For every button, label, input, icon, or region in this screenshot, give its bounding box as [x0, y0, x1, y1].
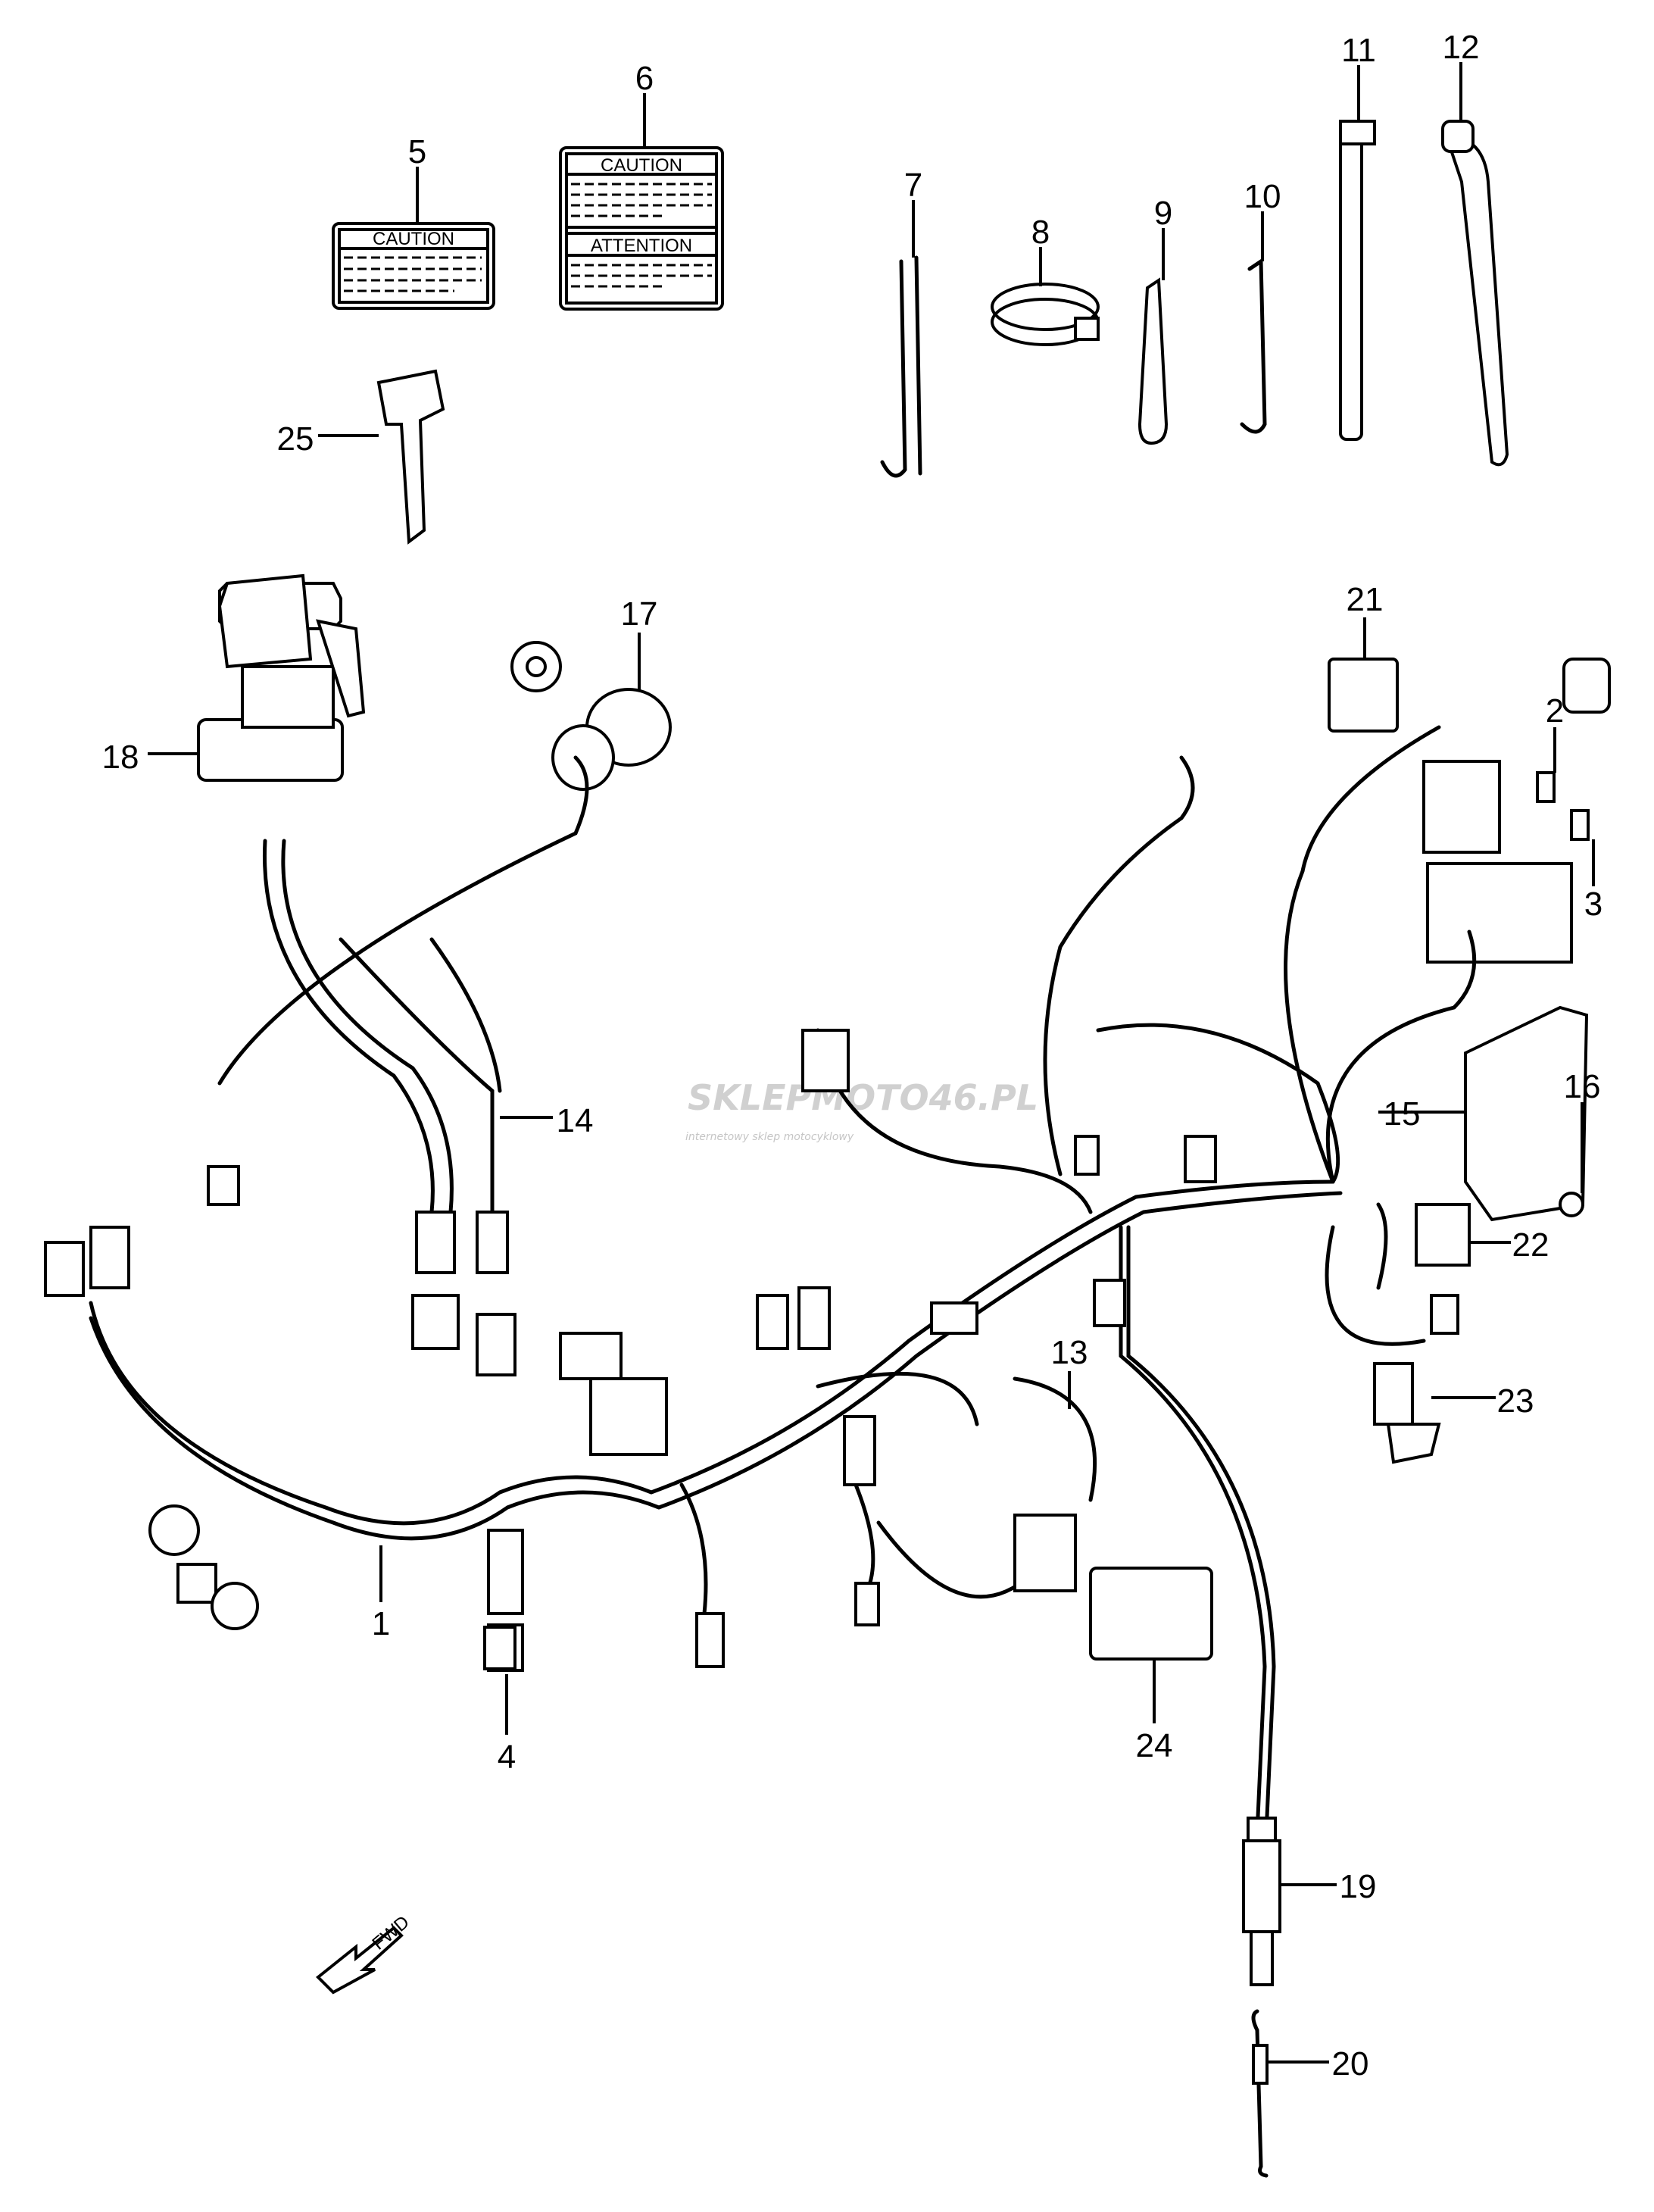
callout-21: 21 — [1347, 581, 1384, 618]
callout-6: 6 — [635, 60, 654, 97]
callout-leaders — [148, 62, 1595, 2064]
callout-16: 16 — [1564, 1068, 1601, 1105]
callout-20: 20 — [1332, 2045, 1369, 2082]
callout-19: 19 — [1340, 1868, 1377, 1905]
forward-direction-arrow: FWD — [316, 1912, 414, 1995]
watermark-tagline: internetowy sklep motocyklowy — [685, 1131, 854, 1143]
callout-4: 4 — [498, 1739, 516, 1776]
callout-1: 1 — [372, 1605, 390, 1642]
callout-11: 11 — [1341, 32, 1376, 69]
callout-5: 5 — [408, 133, 426, 170]
callout-9: 9 — [1154, 195, 1172, 232]
callout-8: 8 — [1031, 214, 1050, 251]
attention-text: ATTENTION — [591, 236, 692, 256]
caution-attention-label: CAUTION ATTENTION — [559, 146, 724, 311]
callout-14: 14 — [557, 1102, 594, 1139]
harness-connectors — [44, 1029, 1471, 1672]
relay-and-fuse-box — [1328, 658, 1611, 964]
callout-13: 13 — [1051, 1334, 1088, 1371]
callout-18: 18 — [102, 739, 139, 776]
watermark: SKLEPMOTO46.PL internetowy sklep motocyk… — [685, 1077, 1038, 1143]
callout-25: 25 — [277, 420, 314, 458]
callout-numbers: 1 2 3 4 5 6 7 8 9 10 11 12 13 14 15 16 1… — [102, 29, 1603, 2082]
ignition-switch — [197, 573, 366, 782]
oxygen-sensor — [1242, 1817, 1281, 2178]
caution-label-small: CAUTION — [332, 222, 495, 310]
callout-12: 12 — [1443, 29, 1480, 66]
callout-24: 24 — [1136, 1727, 1173, 1764]
callout-17: 17 — [621, 595, 658, 633]
caution-text: CAUTION — [373, 229, 454, 249]
callout-23: 23 — [1497, 1382, 1534, 1420]
ignition-key — [376, 369, 445, 545]
socket-connector — [510, 641, 672, 791]
clamps-and-ties — [880, 120, 1509, 478]
watermark-brand: SKLEPMOTO46.PL — [688, 1077, 1038, 1118]
callout-15: 15 — [1384, 1095, 1421, 1133]
callout-2: 2 — [1546, 692, 1564, 730]
callout-3: 3 — [1584, 886, 1603, 923]
bracket-and-bolt — [1464, 1005, 1589, 1222]
main-wiring-harness — [89, 725, 1477, 1836]
callout-10: 10 — [1244, 178, 1281, 215]
callout-7: 7 — [904, 167, 922, 204]
callout-22: 22 — [1512, 1226, 1549, 1264]
caution-text: CAUTION — [601, 155, 682, 176]
